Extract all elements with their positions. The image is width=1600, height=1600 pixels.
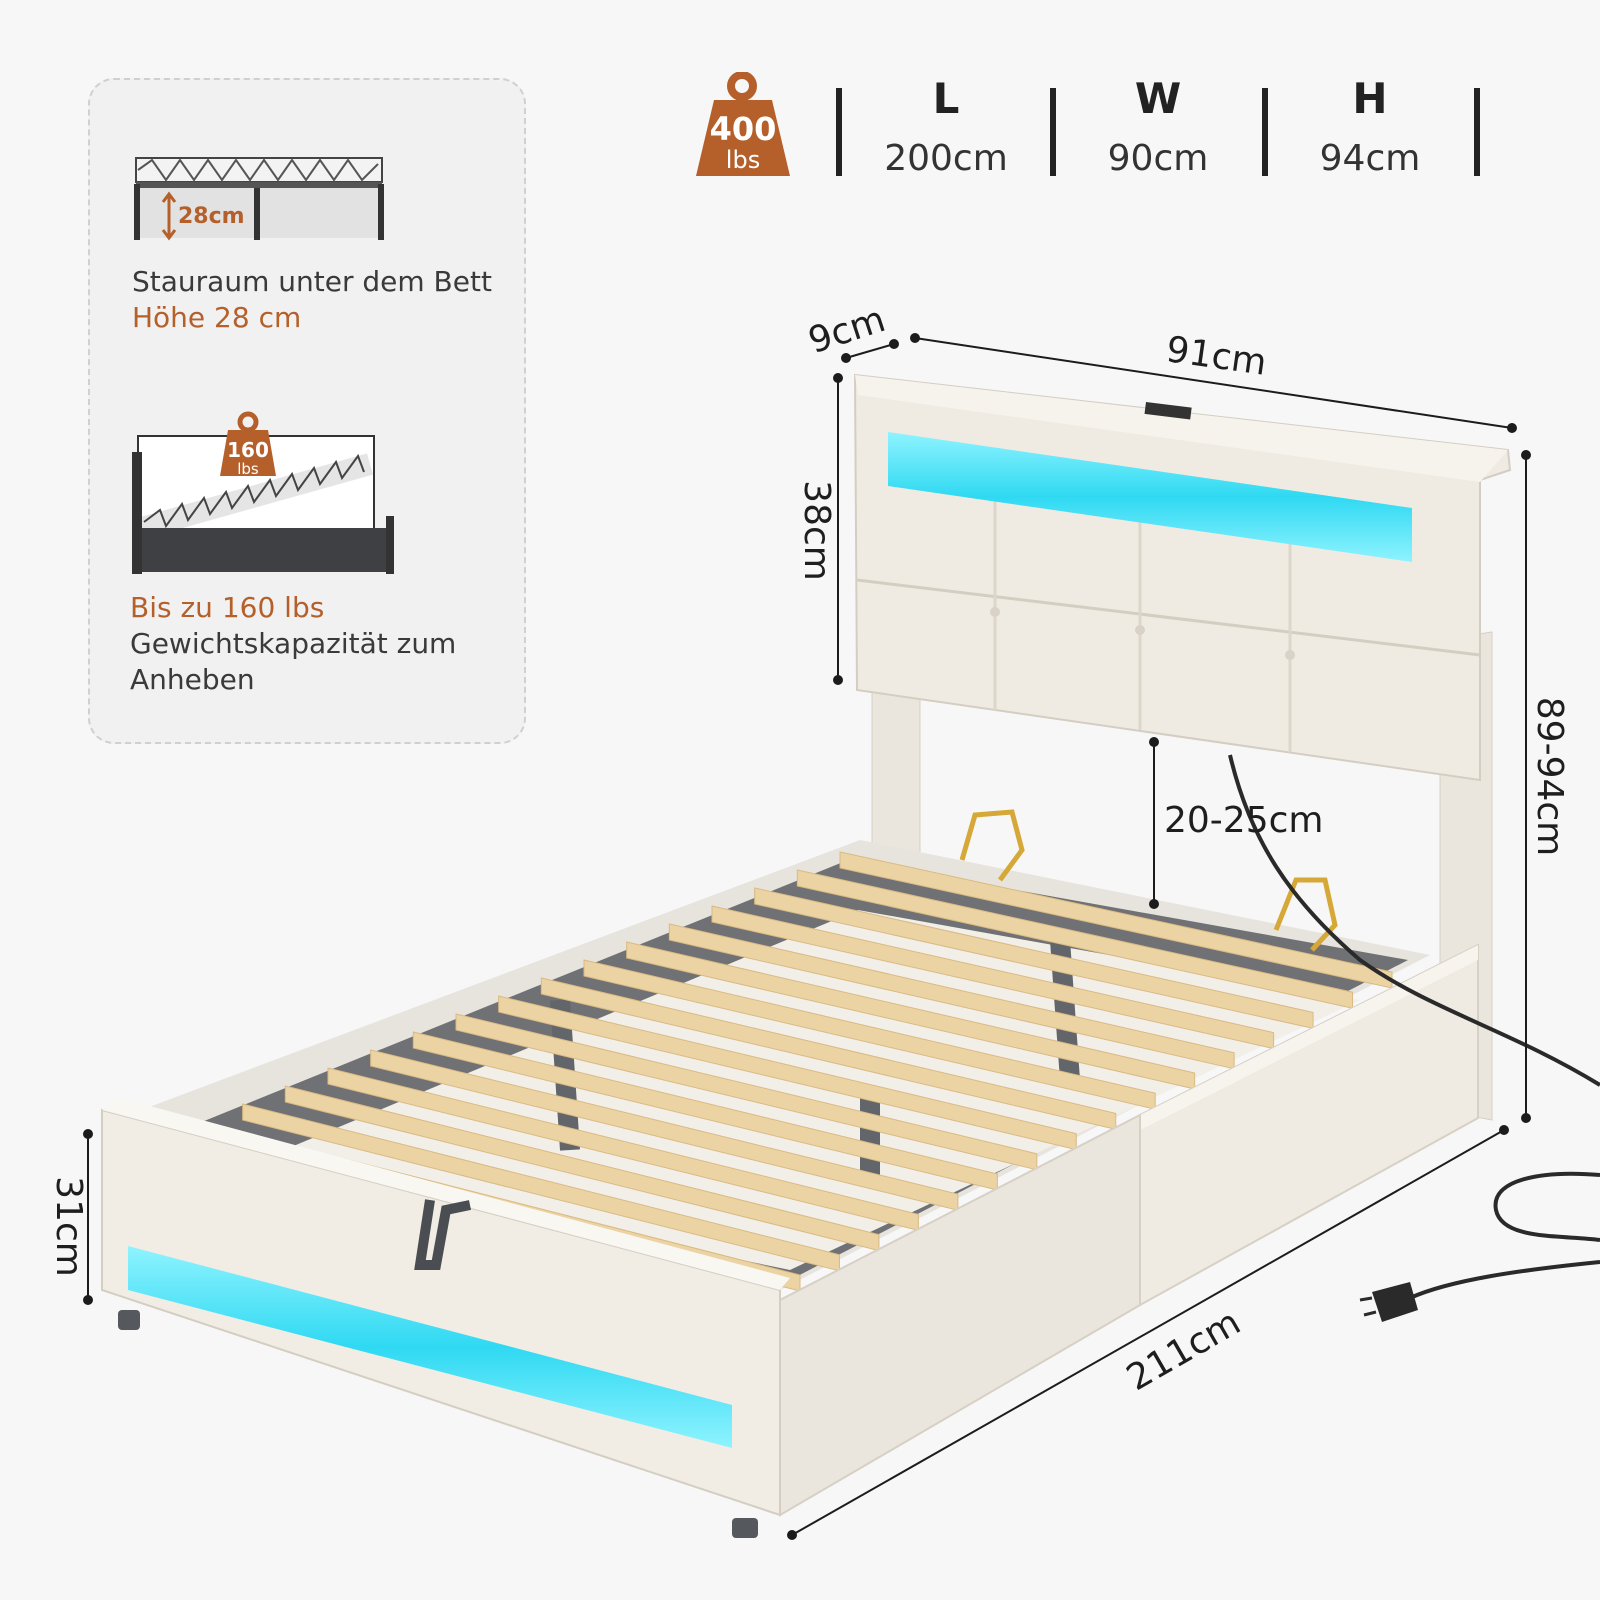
spec-height-value: 94cm xyxy=(1319,138,1421,179)
weight-icon xyxy=(696,72,790,176)
lift-illustration xyxy=(132,411,394,574)
storage-height-label: 28cm xyxy=(178,204,245,229)
storage-text-line2: Höhe 28 cm xyxy=(132,301,302,334)
info-card: 28cm Stauraum unter dem Bett Höhe 28 cm … xyxy=(88,78,526,744)
lift-text-line2: Gewichtskapazität zum xyxy=(130,627,457,660)
leg-gap-label: 20-25cm xyxy=(1164,800,1324,841)
lift-weight-value: 160 xyxy=(227,438,269,462)
lift-weight-unit: lbs xyxy=(237,460,259,478)
spec-divider xyxy=(1474,88,1480,176)
storage-space-illustration xyxy=(134,157,384,241)
weight-value: 400 xyxy=(709,110,777,148)
spec-divider xyxy=(1262,88,1268,176)
side-height-label: 31cm xyxy=(47,1176,89,1277)
spec-length-value: 200cm xyxy=(884,138,1008,179)
lift-text-line3: Anheben xyxy=(130,663,255,696)
spec-divider xyxy=(836,88,842,176)
total-height-label: 89-94cm xyxy=(1529,696,1571,857)
spec-height-letter: H xyxy=(1352,74,1388,123)
headboard-height-label: 38cm xyxy=(795,480,837,581)
spec-width-value: 90cm xyxy=(1107,138,1209,179)
spec-divider xyxy=(1050,88,1056,176)
weight-unit: lbs xyxy=(725,146,761,174)
spec-length-letter: L xyxy=(932,74,960,123)
storage-text-line1: Stauraum unter dem Bett xyxy=(132,265,492,298)
spec-width-letter: W xyxy=(1134,74,1182,123)
lift-text-line1: Bis zu 160 lbs xyxy=(130,591,325,624)
